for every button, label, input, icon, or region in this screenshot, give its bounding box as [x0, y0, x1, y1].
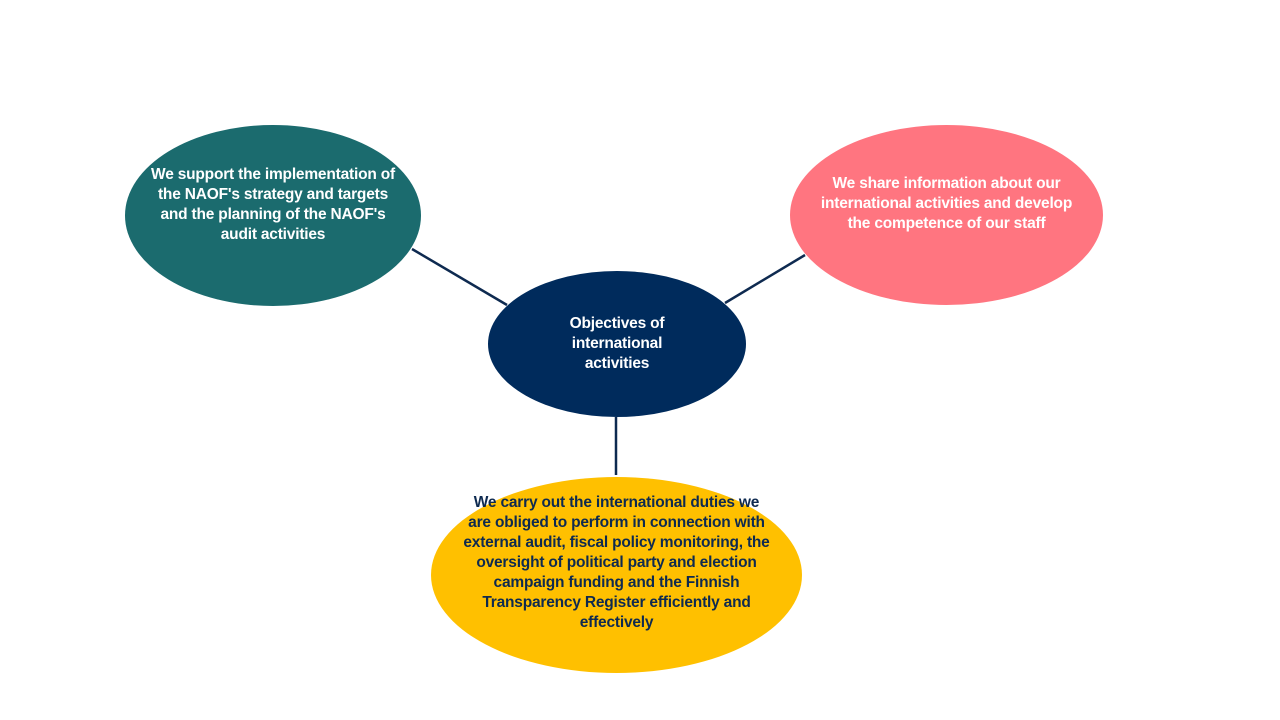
objective-node-information-text: We share information about our internati… [820, 175, 1073, 232]
central-objective-text: Objectives of international activities [569, 315, 665, 372]
objective-node-information: We share information about our internati… [790, 125, 1103, 305]
objective-node-strategy: We support the implementation of the NAO… [125, 125, 421, 306]
objective-node-duties-text: We carry out the international duties we… [463, 494, 770, 631]
connector-right [724, 253, 806, 305]
connector-left [411, 247, 508, 307]
objective-node-duties: We carry out the international duties we… [431, 477, 802, 673]
central-objective-node: Objectives of international activities [488, 271, 746, 417]
objective-node-strategy-text: We support the implementation of the NAO… [151, 166, 395, 243]
